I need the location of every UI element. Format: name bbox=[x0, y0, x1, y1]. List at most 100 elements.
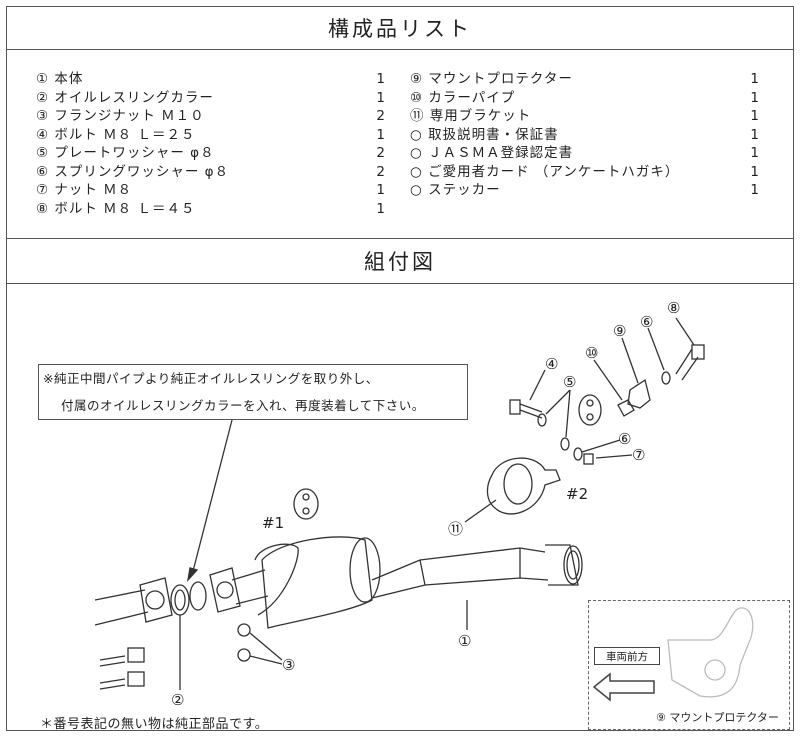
note-line-2: 付属のオイルレスリングカラーを入れ、再度装着して下さい。 bbox=[61, 398, 425, 413]
washer-5b bbox=[560, 437, 570, 451]
part-qty: 1 bbox=[376, 200, 386, 217]
bolt-4 bbox=[509, 399, 543, 419]
part-name: ③ フランジナット Ｍ１０ bbox=[36, 108, 205, 124]
callout-11: ⑪ bbox=[448, 520, 464, 538]
parts-row: ○ ご愛用者カード （アンケートハガキ）1 bbox=[410, 163, 770, 182]
parts-row: ④ ボルト Ｍ８ Ｌ＝２５ 1 bbox=[36, 126, 396, 145]
mount-protector-inset bbox=[588, 600, 790, 730]
tail-pipe bbox=[371, 544, 583, 599]
part-qty: 1 bbox=[750, 182, 760, 198]
part-qty: 1 bbox=[376, 89, 386, 106]
footnote: ＊番号表記の無い物は純正部品です。 bbox=[40, 717, 269, 732]
part-qty: 1 bbox=[750, 89, 760, 106]
leader-5a bbox=[545, 389, 571, 415]
part-qty: 2 bbox=[376, 163, 386, 180]
part-qty: 1 bbox=[750, 145, 760, 161]
mount-label-1: #1 bbox=[262, 514, 285, 532]
mount-label-2: #2 bbox=[566, 485, 589, 503]
part-name: ○ 取扱説明書・保証書 bbox=[410, 126, 559, 143]
callout-7: ⑦ bbox=[632, 446, 646, 464]
gasket-ring bbox=[189, 581, 207, 611]
part-qty: 1 bbox=[750, 71, 760, 87]
parts-row: ② オイルレスリングカラー 1 bbox=[36, 89, 396, 108]
callout-4: ④ bbox=[545, 355, 559, 373]
leader-5b bbox=[565, 389, 571, 438]
assembly-diagram-header: 組付図 bbox=[6, 238, 794, 284]
callout-10: ⑩ bbox=[585, 344, 599, 362]
callout-5: ⑤ bbox=[563, 373, 577, 391]
callout-9: ⑨ bbox=[613, 322, 627, 340]
spring-washer-6b bbox=[573, 447, 583, 461]
parts-list-header: 構成品リスト bbox=[6, 6, 794, 50]
part-name: ○ ステッカー bbox=[410, 182, 501, 198]
front-flange bbox=[139, 577, 173, 623]
part-name: ⑤ プレートワッシャー φ８ bbox=[36, 145, 215, 161]
parts-row: ⑪ 専用ブラケット 1 bbox=[410, 107, 770, 126]
stock-bolt-springs bbox=[99, 647, 145, 690]
part-name: ② オイルレスリングカラー bbox=[36, 89, 214, 106]
leader-3a bbox=[249, 632, 283, 661]
parts-row: ⑨ マウントプロテクター 1 bbox=[410, 70, 770, 89]
part-name: ⑪ 専用ブラケット bbox=[410, 108, 532, 124]
callout-8: ⑧ bbox=[667, 299, 681, 317]
part-qty: 1 bbox=[376, 126, 386, 143]
part-name: ○ ＪＡＳＭＡ登録認定書 bbox=[410, 145, 574, 161]
leader-6b bbox=[581, 439, 621, 453]
vehicle-front-arrow-icon bbox=[592, 672, 655, 702]
arrowhead-icon bbox=[186, 567, 199, 583]
part-name: ⑥ スプリングワッシャー φ８ bbox=[36, 163, 230, 180]
callout-6-upper: ⑥ bbox=[640, 313, 654, 331]
part-name: ① 本体 bbox=[36, 71, 84, 87]
flange-nut-3b bbox=[237, 648, 251, 662]
inlet-pipe bbox=[231, 569, 269, 605]
part-name: ⑨ マウントプロテクター bbox=[410, 71, 573, 87]
parts-row: ③ フランジナット Ｍ１０ 2 bbox=[36, 107, 396, 126]
note-leader-line bbox=[191, 419, 233, 576]
body-flange bbox=[209, 567, 241, 613]
vehicle-front-label: 車両前方 bbox=[594, 647, 660, 665]
bolt-8 bbox=[675, 344, 705, 381]
leader-8 bbox=[675, 317, 695, 346]
page-frame bbox=[6, 6, 794, 731]
washer-5a bbox=[537, 413, 547, 427]
spring-washer-6a bbox=[661, 371, 671, 385]
part-qty: 1 bbox=[750, 126, 760, 143]
parts-row: ⑥ スプリングワッシャー φ８ 2 bbox=[36, 163, 396, 182]
parts-row: ① 本体 1 bbox=[36, 70, 396, 89]
parts-list-left: ① 本体 1 ② オイルレスリングカラー 1 ③ フランジナット Ｍ１０ 2 ④ ボル… bbox=[36, 70, 396, 218]
parts-list-right: ⑨ マウントプロテクター 1 ⑩ カラーパイプ 1 ⑪ 専用ブラケット 1 ○ 取扱説… bbox=[410, 70, 770, 200]
inset-caption: ⑨ マウントプロテクター bbox=[656, 711, 779, 724]
front-pipe-stub bbox=[94, 589, 149, 626]
part-name: ④ ボルト Ｍ８ Ｌ＝２５ bbox=[36, 126, 196, 143]
flange-nut-3a bbox=[237, 623, 251, 637]
leader-3b bbox=[249, 655, 283, 665]
nut-7 bbox=[583, 453, 594, 465]
parts-row: ○ 取扱説明書・保証書 1 bbox=[410, 126, 770, 145]
leader-7 bbox=[595, 454, 633, 459]
part-qty: 2 bbox=[376, 145, 386, 161]
rubber-mount-1 bbox=[293, 488, 319, 520]
part-name: ⑦ ナット Ｍ８ bbox=[36, 182, 133, 198]
rubber-mount-2 bbox=[578, 394, 602, 426]
leader-6a bbox=[647, 327, 665, 371]
parts-row: ⑦ ナット Ｍ８ 1 bbox=[36, 181, 396, 200]
part-qty: 1 bbox=[376, 71, 386, 87]
parts-row: ○ ステッカー 1 bbox=[410, 181, 770, 200]
leader-4 bbox=[529, 369, 546, 401]
part-qty: 1 bbox=[376, 182, 386, 198]
collar-pipe-10 bbox=[617, 399, 635, 417]
inset-mount-protector bbox=[667, 607, 754, 698]
part-qty: 1 bbox=[750, 163, 760, 180]
callout-1: ① bbox=[458, 632, 472, 650]
mount-protector-9 bbox=[627, 378, 651, 409]
parts-row: ⑤ プレートワッシャー φ８ 2 bbox=[36, 144, 396, 163]
leader-10 bbox=[593, 359, 623, 401]
parts-row: ○ ＪＡＳＭＡ登録認定書 1 bbox=[410, 144, 770, 163]
bracket-11 bbox=[486, 457, 561, 515]
part-qty: 1 bbox=[750, 108, 760, 124]
part-name: ⑩ カラーパイプ bbox=[410, 89, 516, 106]
part-qty: 2 bbox=[376, 108, 386, 124]
leader-9 bbox=[621, 337, 639, 384]
